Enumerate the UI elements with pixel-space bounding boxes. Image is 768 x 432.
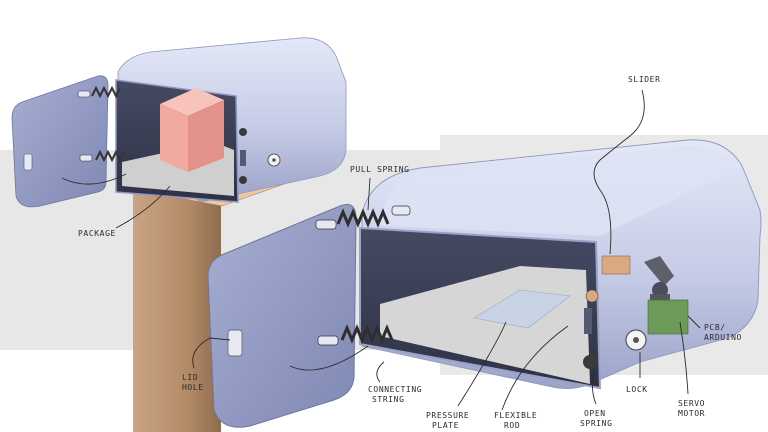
pcb-arduino-board — [647, 299, 689, 335]
label-pcb-arduino-line1: PCB/ — [704, 323, 726, 332]
leader-lines — [115, 89, 701, 411]
small-spring-bottom-icon — [239, 176, 247, 184]
label-pull-spring: PULL SPRING — [350, 165, 410, 174]
label-lid-hole-line1: LID — [182, 373, 198, 382]
small-spring-top-icon — [239, 128, 247, 136]
small-pull-spring-bottom-icon — [79, 149, 125, 163]
pull-spring-bottom-icon — [317, 324, 394, 346]
label-servo-motor-line1: SERVO — [678, 399, 705, 408]
lid-hole-icon — [227, 329, 243, 357]
small-connecting-string — [61, 173, 127, 185]
lock-icon — [625, 329, 647, 351]
label-pcb-arduino-line2: ARDUINO — [704, 333, 742, 342]
large-box-top-highlight — [380, 146, 736, 236]
open-spring-icon — [583, 355, 597, 369]
label-package: PACKAGE — [78, 229, 116, 238]
small-mailbox — [11, 37, 347, 432]
label-pressure-plate-line2: PLATE — [432, 421, 459, 430]
label-pressure-plate-line1: PRESSURE — [426, 411, 469, 420]
label-connecting-string-line1: CONNECTING — [368, 385, 422, 394]
large-mailbox — [207, 139, 762, 428]
pressure-plate — [473, 289, 571, 329]
slider-mechanism — [585, 255, 631, 303]
post — [133, 186, 221, 432]
label-open-spring-line1: OPEN — [584, 409, 606, 418]
labels: PACKAGE PULL SPRING SLIDER LID HOLE CONN… — [78, 75, 742, 430]
label-flexible-rod-line1: FLEXIBLE — [494, 411, 537, 420]
small-lid-hole-icon — [23, 153, 33, 171]
small-box-lid — [11, 75, 109, 208]
package-cube — [160, 88, 224, 172]
slider-block — [601, 255, 631, 275]
label-lock: LOCK — [626, 385, 648, 394]
pull-spring-top-icon — [315, 205, 411, 230]
large-slot — [584, 308, 592, 334]
connecting-string — [289, 345, 369, 371]
label-slider: SLIDER — [628, 75, 661, 84]
label-servo-motor-line2: MOTOR — [678, 409, 705, 418]
label-lid-hole-line2: HOLE — [182, 383, 204, 392]
small-pull-spring-top-icon — [77, 85, 121, 99]
label-connecting-string-line2: STRING — [372, 395, 405, 404]
label-flexible-rod-line2: ROD — [504, 421, 520, 430]
small-slot — [240, 150, 246, 166]
label-open-spring-line2: SPRING — [580, 419, 613, 428]
large-box-lid — [207, 204, 357, 428]
